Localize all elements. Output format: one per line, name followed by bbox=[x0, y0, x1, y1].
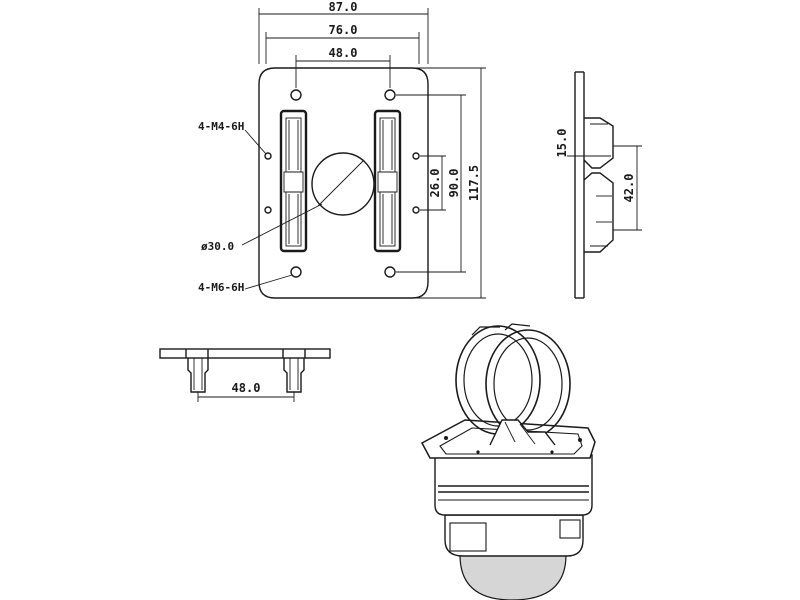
leader-diameter: ø30.0 bbox=[201, 203, 323, 253]
front-post-right bbox=[282, 349, 306, 393]
side-view bbox=[574, 71, 614, 299]
dim-slot-offset-label: 26.0 bbox=[428, 169, 442, 198]
dim-side-height-label: 42.0 bbox=[622, 174, 636, 203]
dim-side-width-label: 15.0 bbox=[555, 129, 569, 158]
dim-mid-width: 76.0 bbox=[265, 23, 420, 64]
dim-slot-offset: 26.0 bbox=[420, 155, 446, 211]
dim-front-width-label: 48.0 bbox=[232, 381, 261, 395]
m6-hole-top-right bbox=[384, 89, 396, 101]
dim-inner-width: 48.0 bbox=[295, 46, 391, 88]
housing-port bbox=[449, 522, 487, 552]
center-hole-hatch bbox=[317, 159, 365, 207]
label-diameter: ø30.0 bbox=[201, 240, 234, 253]
dim-hole-spacing: 90.0 bbox=[396, 94, 466, 273]
m6-hole-top-left bbox=[290, 89, 302, 101]
top-view-plate bbox=[258, 67, 429, 299]
camera-dome bbox=[459, 554, 567, 600]
clamp-bracket bbox=[489, 419, 556, 446]
leader-m6: 4-M6-6H bbox=[198, 274, 293, 294]
leader-m4: 4-M4-6H bbox=[198, 120, 267, 155]
m4-hole-left-upper bbox=[264, 152, 272, 160]
dim-inner-width-label: 48.0 bbox=[329, 46, 358, 60]
m4-hole-right-upper bbox=[412, 152, 420, 160]
m4-hole-left-lower bbox=[264, 206, 272, 214]
center-hole bbox=[311, 152, 375, 216]
dim-side-height: 42.0 bbox=[613, 145, 642, 231]
front-plate bbox=[159, 348, 331, 359]
perspective-view bbox=[420, 323, 596, 600]
dim-overall-width: 87.0 bbox=[258, 0, 429, 64]
dim-hole-spacing-label: 90.0 bbox=[447, 169, 461, 198]
left-rail-slot bbox=[279, 109, 308, 253]
housing-cylinder bbox=[434, 454, 593, 516]
dim-mid-width-label: 76.0 bbox=[329, 23, 358, 37]
front-post-left bbox=[185, 349, 209, 393]
right-rail-slot bbox=[373, 109, 402, 253]
m4-hole-right-lower bbox=[412, 206, 420, 214]
housing-lower-ring bbox=[444, 514, 584, 557]
dim-overall-height-label: 117.5 bbox=[467, 165, 481, 201]
m6-hole-bottom-left bbox=[290, 266, 302, 278]
label-m6: 4-M6-6H bbox=[198, 281, 244, 294]
m6-hole-bottom-right bbox=[384, 266, 396, 278]
dim-side-width: 15.0 bbox=[555, 129, 611, 158]
dim-overall-width-label: 87.0 bbox=[329, 0, 358, 14]
dim-front-width: 48.0 bbox=[197, 381, 295, 402]
dim-overall-height: 117.5 bbox=[412, 67, 486, 299]
label-m4: 4-M4-6H bbox=[198, 120, 244, 133]
